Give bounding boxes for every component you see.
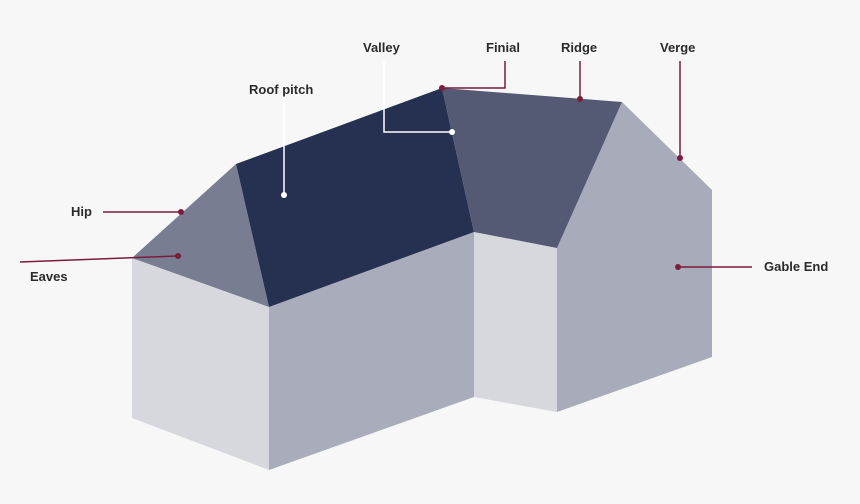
leader-lines bbox=[19, 61, 752, 268]
gable-end-label: Gable End bbox=[764, 259, 829, 274]
verge-dot bbox=[677, 155, 683, 161]
eaves-label: Eaves bbox=[30, 269, 68, 284]
hip-dot bbox=[178, 209, 184, 215]
leader-lines-white bbox=[283, 61, 452, 195]
ridge-dot bbox=[577, 96, 583, 102]
roof-pitch-face bbox=[236, 88, 474, 307]
ridge-label: Ridge bbox=[561, 40, 598, 55]
roof-pitch-dot bbox=[281, 192, 287, 198]
front-wall bbox=[269, 232, 474, 470]
hip-label: Hip bbox=[71, 204, 92, 219]
leader-dots bbox=[175, 85, 683, 270]
eaves-dot bbox=[175, 253, 181, 259]
left-end-wall bbox=[132, 258, 269, 470]
valley-dot bbox=[449, 129, 455, 135]
hip-face bbox=[132, 164, 269, 307]
finial-label: Finial bbox=[486, 40, 520, 55]
gable-roof-face bbox=[442, 88, 622, 248]
valley-leader bbox=[383, 61, 452, 133]
finial-leader bbox=[442, 61, 506, 89]
eaves-leader bbox=[19, 255, 179, 263]
verge-label: Verge bbox=[660, 40, 696, 55]
roof-pitch-label: Roof pitch bbox=[249, 82, 314, 97]
valley-label: Valley bbox=[363, 40, 400, 55]
finial-dot bbox=[439, 85, 445, 91]
recessed-wall bbox=[474, 232, 557, 412]
gable-end-dot bbox=[675, 264, 681, 270]
gable-end-wall bbox=[557, 102, 712, 412]
